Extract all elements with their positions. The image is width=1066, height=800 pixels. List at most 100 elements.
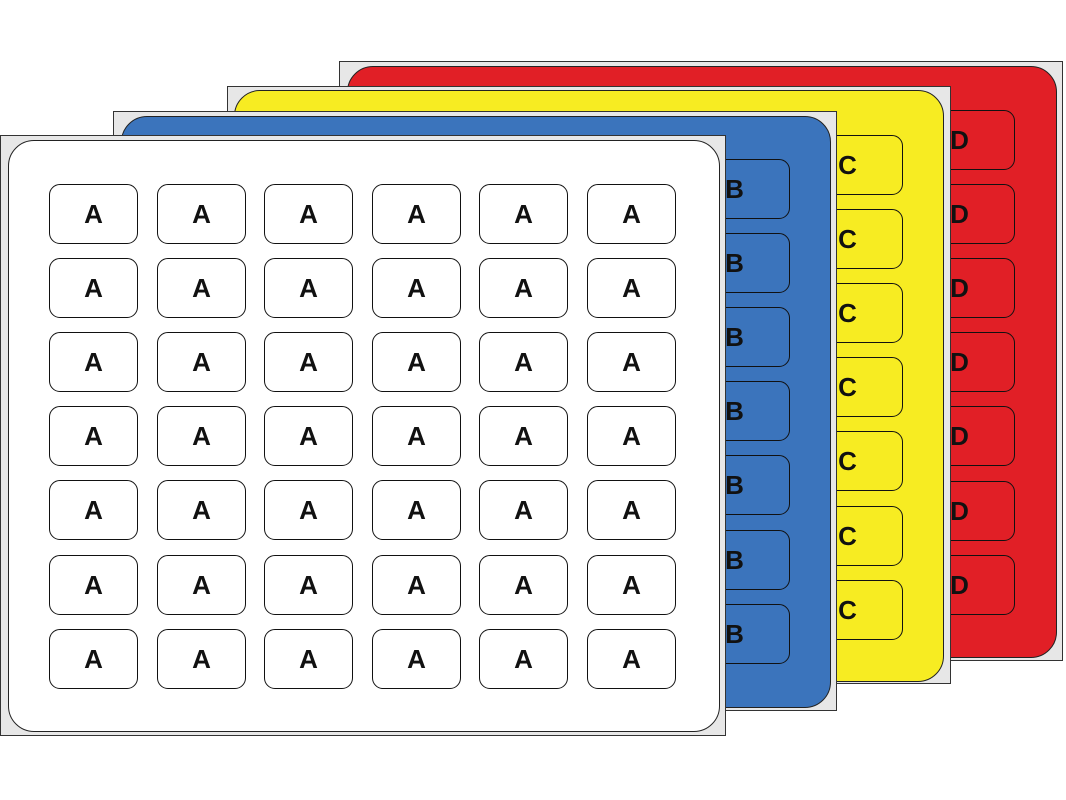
label-letter: A xyxy=(622,570,641,600)
label-a[interactable]: A xyxy=(479,480,568,540)
label-letter: A xyxy=(299,644,318,674)
label-a[interactable]: A xyxy=(372,629,461,689)
label-a[interactable]: A xyxy=(157,629,246,689)
label-letter: A xyxy=(407,570,426,600)
label-a[interactable]: A xyxy=(372,184,461,244)
label-letter: D xyxy=(950,496,969,526)
label-letter: A xyxy=(84,570,103,600)
label-a[interactable]: A xyxy=(49,406,138,466)
label-a[interactable]: A xyxy=(49,184,138,244)
label-a[interactable]: A xyxy=(157,480,246,540)
label-letter: A xyxy=(514,347,533,377)
label-letter: A xyxy=(407,495,426,525)
label-letter: A xyxy=(84,273,103,303)
label-letter: A xyxy=(514,495,533,525)
label-letter: A xyxy=(299,273,318,303)
label-letter: B xyxy=(725,322,744,352)
label-letter: A xyxy=(514,199,533,229)
label-letter: A xyxy=(84,347,103,377)
label-a[interactable]: A xyxy=(587,258,676,318)
label-a[interactable]: A xyxy=(372,258,461,318)
label-a[interactable]: A xyxy=(479,555,568,615)
label-letter: A xyxy=(192,644,211,674)
label-letter: A xyxy=(84,644,103,674)
label-letter: A xyxy=(299,421,318,451)
label-letter: A xyxy=(622,495,641,525)
label-letter: A xyxy=(622,644,641,674)
label-a[interactable]: A xyxy=(587,184,676,244)
label-letter: A xyxy=(84,495,103,525)
label-letter: A xyxy=(622,421,641,451)
label-letter: A xyxy=(84,421,103,451)
label-a[interactable]: A xyxy=(587,406,676,466)
label-a[interactable]: A xyxy=(479,629,568,689)
label-letter: A xyxy=(514,273,533,303)
label-a[interactable]: A xyxy=(372,555,461,615)
label-a[interactable]: A xyxy=(264,406,353,466)
label-a[interactable]: A xyxy=(587,332,676,392)
label-letter: A xyxy=(514,644,533,674)
label-letter: D xyxy=(950,199,969,229)
label-letter: C xyxy=(838,446,857,476)
label-letter: B xyxy=(725,619,744,649)
label-letter: C xyxy=(838,298,857,328)
label-letter: A xyxy=(192,421,211,451)
label-letter: A xyxy=(514,570,533,600)
label-letter: A xyxy=(192,495,211,525)
label-a[interactable]: A xyxy=(587,480,676,540)
label-a[interactable]: A xyxy=(157,406,246,466)
label-a[interactable]: A xyxy=(264,555,353,615)
label-letter: D xyxy=(950,273,969,303)
label-a[interactable]: A xyxy=(264,184,353,244)
label-letter: B xyxy=(725,248,744,278)
label-a[interactable]: A xyxy=(157,332,246,392)
label-letter: D xyxy=(950,125,969,155)
label-a[interactable]: A xyxy=(587,555,676,615)
label-letter: D xyxy=(950,570,969,600)
label-a[interactable]: A xyxy=(587,629,676,689)
label-letter: D xyxy=(950,347,969,377)
label-a[interactable]: A xyxy=(479,258,568,318)
label-letter: A xyxy=(192,570,211,600)
label-letter: A xyxy=(407,421,426,451)
label-letter: A xyxy=(192,199,211,229)
label-a[interactable]: A xyxy=(49,480,138,540)
label-letter: A xyxy=(192,347,211,377)
label-letter: C xyxy=(838,521,857,551)
label-letter: A xyxy=(407,644,426,674)
label-letter: A xyxy=(622,199,641,229)
label-letter: C xyxy=(838,150,857,180)
label-letter: A xyxy=(192,273,211,303)
label-letter: A xyxy=(622,347,641,377)
label-a[interactable]: A xyxy=(157,555,246,615)
label-a[interactable]: A xyxy=(479,184,568,244)
label-letter: B xyxy=(725,545,744,575)
label-letter: C xyxy=(838,595,857,625)
label-a[interactable]: A xyxy=(372,332,461,392)
label-a[interactable]: A xyxy=(49,555,138,615)
label-a[interactable]: A xyxy=(49,629,138,689)
label-letter: B xyxy=(725,470,744,500)
label-a[interactable]: A xyxy=(264,480,353,540)
label-letter: A xyxy=(407,199,426,229)
label-a[interactable]: A xyxy=(372,480,461,540)
label-letter: A xyxy=(407,347,426,377)
label-letter: B xyxy=(725,174,744,204)
label-letter: B xyxy=(725,396,744,426)
label-a[interactable]: A xyxy=(264,258,353,318)
label-letter: A xyxy=(299,570,318,600)
label-a[interactable]: A xyxy=(157,184,246,244)
label-a[interactable]: A xyxy=(372,406,461,466)
label-a[interactable]: A xyxy=(479,406,568,466)
label-a[interactable]: A xyxy=(49,332,138,392)
label-a[interactable]: A xyxy=(157,258,246,318)
label-letter: A xyxy=(514,421,533,451)
label-a[interactable]: A xyxy=(264,332,353,392)
label-letter: A xyxy=(407,273,426,303)
label-a[interactable]: A xyxy=(264,629,353,689)
label-letter: A xyxy=(299,199,318,229)
label-a[interactable]: A xyxy=(49,258,138,318)
label-a[interactable]: A xyxy=(479,332,568,392)
label-letter: A xyxy=(299,347,318,377)
label-letter: A xyxy=(622,273,641,303)
